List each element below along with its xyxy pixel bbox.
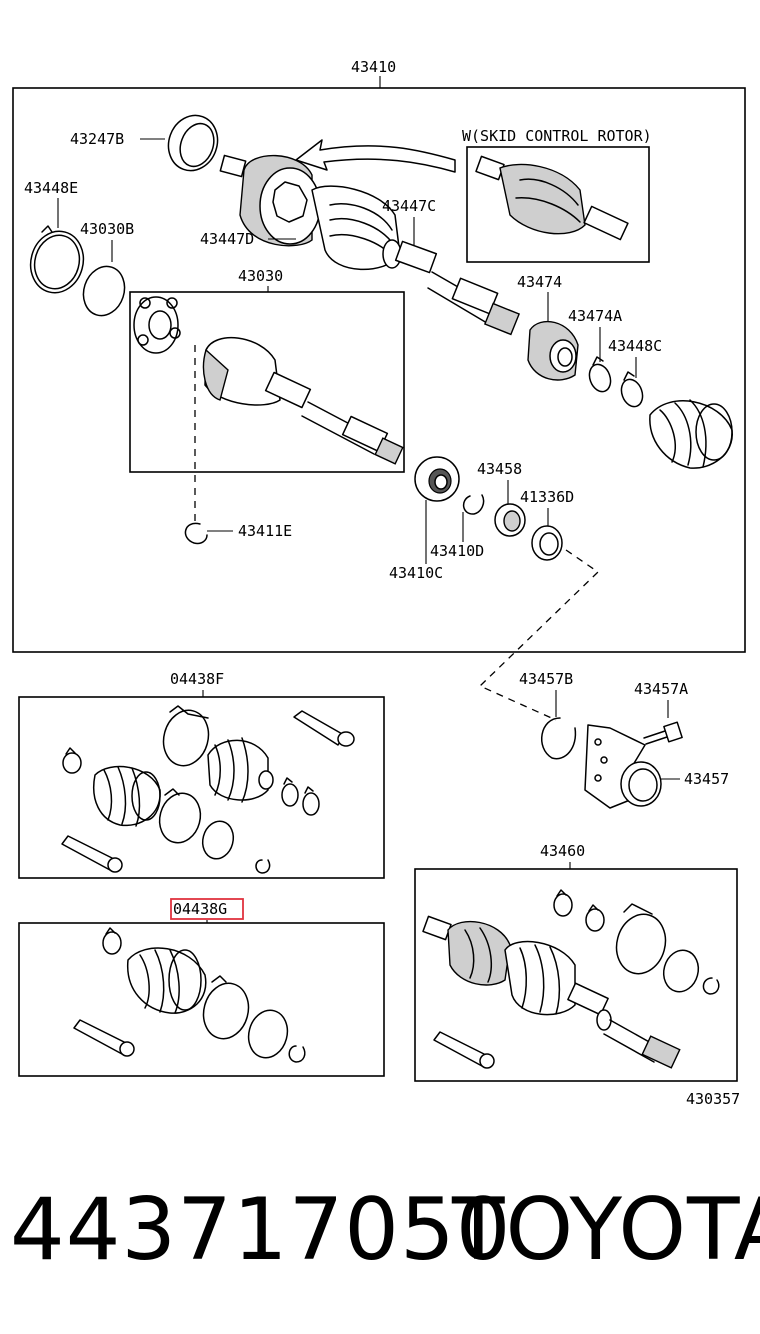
assembly-43460-grease-tube	[433, 1031, 495, 1069]
kit-g-grease-tube	[73, 1019, 135, 1057]
outboard-joint-43030	[133, 296, 404, 465]
label-43474A: 43474A	[568, 307, 622, 325]
ring-41336D	[531, 525, 563, 561]
kit-g-ring	[247, 1009, 289, 1059]
bearing-43410C	[414, 456, 460, 502]
label-43411E: 43411E	[238, 522, 292, 540]
assembly-43460-clips	[553, 889, 605, 932]
label-43410D: 43410D	[430, 542, 484, 560]
assembly-43460-band	[615, 903, 667, 975]
label-skid-control-rotor: W(SKID CONTROL ROTOR)	[462, 127, 652, 145]
dynamic-damper-43474	[527, 320, 579, 381]
kit-f-band	[162, 705, 210, 767]
label-43448E: 43448E	[24, 179, 78, 197]
bracket-43457	[584, 724, 662, 809]
label-43247B: 43247B	[70, 130, 124, 148]
skid-arrow	[295, 139, 456, 173]
assembly-43460-snap-ring	[702, 977, 720, 995]
label-43474: 43474	[517, 273, 562, 291]
kit-f-clips-left	[62, 747, 82, 774]
label-04438G: 04438G	[173, 900, 227, 918]
assembly-43460-frame	[414, 868, 738, 1082]
kit-04438G-section: 04438G	[18, 898, 385, 1077]
brand-name: TOYOTA	[452, 1180, 760, 1280]
kit-f-clips-right	[281, 777, 320, 816]
skid-control-rotor-shaft	[475, 155, 629, 241]
label-04438F: 04438F	[170, 670, 224, 688]
clip-43448C	[620, 371, 644, 408]
kit-f-inner-boot	[207, 737, 274, 803]
ring-43030B	[82, 265, 126, 317]
bolt-43457A	[643, 721, 683, 745]
kit-g-snap-ring	[288, 1045, 306, 1063]
clip-43474A	[588, 356, 612, 393]
label-43458: 43458	[477, 460, 522, 478]
band-clamp-43448E	[29, 225, 85, 294]
highlight-box-04438G	[170, 898, 244, 920]
label-43460: 43460	[540, 842, 585, 860]
drive-shaft-43460	[422, 915, 681, 1069]
bracket-43457-section: 43457B 43457A 43457	[519, 670, 729, 809]
label-43457: 43457	[684, 770, 729, 788]
kit-04438F-frame	[18, 696, 385, 879]
kit-f-grease-tube-bottom	[61, 835, 123, 873]
label-41336D: 41336D	[520, 488, 574, 506]
assembly-43460-section: 43460	[414, 842, 738, 1082]
kit-g-boot	[127, 947, 207, 1014]
kit-04438G-frame	[18, 922, 385, 1077]
boot-ring-43247B	[167, 114, 219, 172]
kit-f-band-lower	[158, 788, 202, 844]
label-43410C: 43410C	[389, 564, 443, 582]
kit-04438F-section: 04438F	[18, 670, 385, 879]
kit-g-clip	[102, 927, 122, 955]
kit-g-band	[202, 975, 250, 1040]
label-43030B: 43030B	[80, 220, 134, 238]
assembly-43460-ring	[662, 949, 700, 993]
part-number: 443717050	[10, 1180, 512, 1280]
ring-43458	[494, 503, 526, 537]
kit-f-grease-tube-top	[293, 710, 355, 747]
label-43457B: 43457B	[519, 670, 573, 688]
outboard-joint-frame	[129, 291, 405, 473]
snap-ring-43410D	[462, 494, 485, 515]
label-43448C: 43448C	[608, 337, 662, 355]
kit-f-ring	[201, 820, 235, 860]
skid-rotor-inset-frame	[466, 146, 650, 263]
label-43457A: 43457A	[634, 680, 688, 698]
snap-ring-43411E	[184, 522, 208, 545]
snap-ring-43457B	[541, 717, 577, 760]
label-43447D: 43447D	[200, 230, 254, 248]
reference-number: 430357	[686, 1090, 740, 1108]
dashed-guide-43457	[478, 549, 600, 721]
label-43030: 43030	[238, 267, 283, 285]
kit-f-outer-boot	[93, 765, 161, 827]
inner-boot	[649, 399, 733, 469]
main-assembly-section: 43410 43247B 43448E 43030B	[12, 58, 746, 721]
label-43447C: 43447C	[382, 197, 436, 215]
main-assembly-frame	[12, 87, 746, 653]
drive-shaft-assembly-43410	[219, 154, 521, 336]
kit-f-snap-ring	[255, 859, 271, 874]
label-43410: 43410	[351, 58, 396, 76]
